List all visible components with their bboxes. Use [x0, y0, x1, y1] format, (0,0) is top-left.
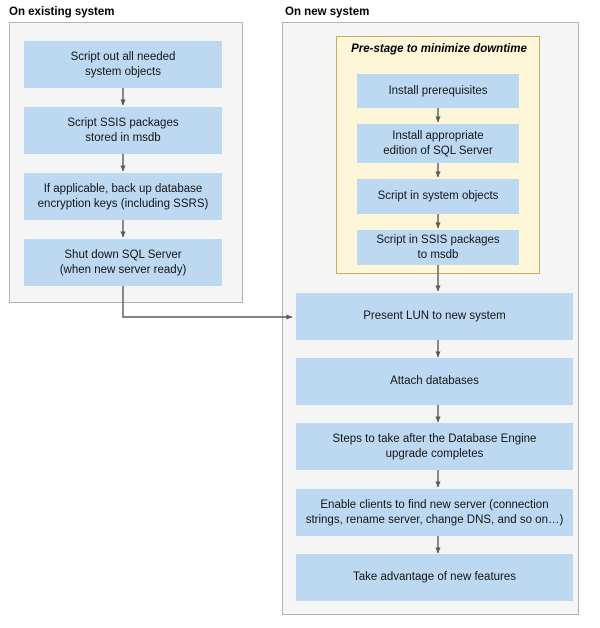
node-label: Enable clients to find new server (conne…: [305, 498, 564, 526]
node-label: Install prerequisites: [388, 84, 488, 97]
panel-title-existing-system: On existing system: [9, 6, 115, 18]
node-attach-databases[interactable]: Attach databases: [296, 358, 573, 405]
node-label: Shut down SQL Server(when new server rea…: [59, 248, 187, 276]
node-enable-clients[interactable]: Enable clients to find new server (conne…: [296, 489, 573, 536]
node-label: Present LUN to new system: [363, 310, 506, 322]
node-present-lun[interactable]: Present LUN to new system: [296, 293, 573, 340]
node-install-prerequisites[interactable]: Install prerequisites: [357, 74, 519, 108]
node-script-in-system-objects[interactable]: Script in system objects: [357, 179, 519, 214]
node-label: Attach databases: [390, 375, 479, 387]
prestage-group-label: Pre-stage to minimize downtime: [351, 43, 527, 55]
node-label: Script in system objects: [377, 190, 499, 202]
panel-title-new-system: On new system: [285, 6, 370, 18]
node-shut-down-sql-server[interactable]: Shut down SQL Server(when new server rea…: [24, 239, 222, 286]
node-new-features[interactable]: Take advantage of new features: [296, 554, 573, 601]
node-label: Take advantage of new features: [352, 571, 517, 583]
